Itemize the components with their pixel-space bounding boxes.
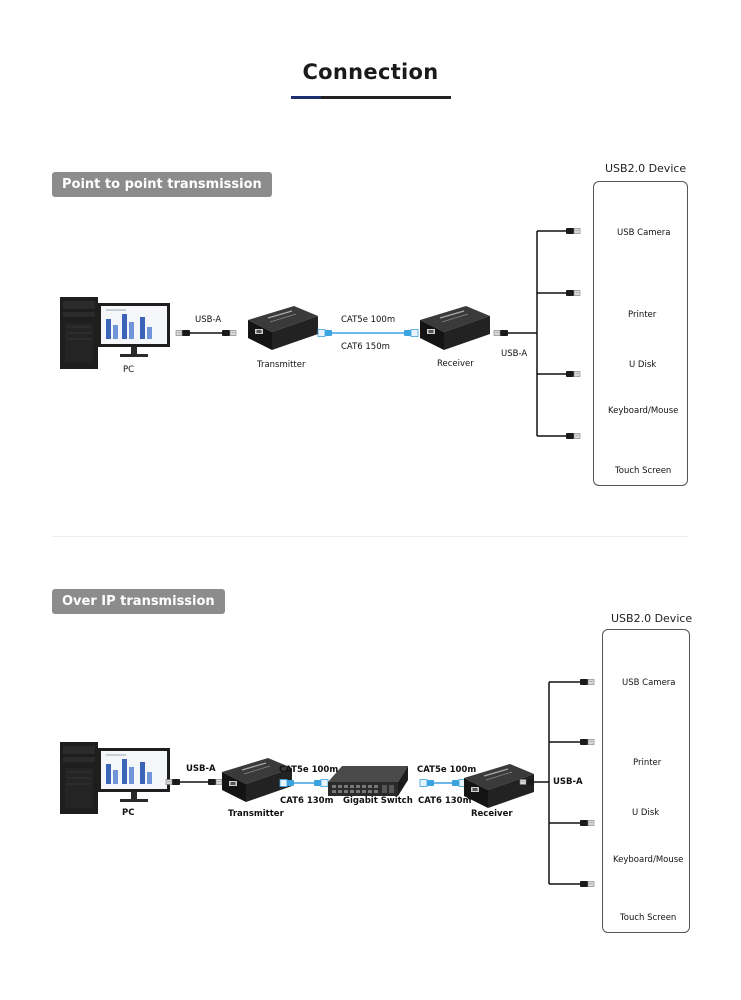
section2-device-usb-camera: USB Camera — [622, 678, 676, 688]
section2-cable-right-line2: CAT6 130m — [418, 796, 472, 806]
section2-transmitter-label: Transmitter — [228, 809, 284, 819]
page-title: Connection — [302, 60, 439, 84]
section2-usb-a-right: USB-A — [553, 777, 583, 787]
section1-diagram — [59, 194, 681, 465]
section1-cable-line1: CAT5e 100m — [341, 315, 396, 325]
section2-device-box-title: USB2.0 Device — [611, 612, 693, 625]
section1-transmitter-label: Transmitter — [257, 360, 306, 370]
pc-icon — [59, 296, 171, 370]
section1-badge: Point to point transmission — [52, 172, 272, 197]
gigabit-switch-icon — [328, 766, 408, 796]
section2-switch-label: Gigabit Switch — [343, 796, 413, 806]
section1-device-usb-camera: USB Camera — [617, 228, 671, 238]
section2-diagram — [59, 643, 685, 913]
section1-cable-line2: CAT6 150m — [341, 342, 390, 352]
section2-badge: Over IP transmission — [52, 589, 225, 614]
section2-cable-left-line2: CAT6 130m — [280, 796, 334, 806]
section1-device-box — [593, 181, 688, 486]
title-underline — [291, 96, 451, 99]
section1-device-box-title: USB2.0 Device — [605, 162, 687, 175]
receiver-icon — [419, 305, 491, 351]
section-divider — [52, 536, 688, 537]
rj45-plug-icon — [403, 329, 419, 337]
transmitter-icon — [247, 305, 319, 351]
usb-plug-icon — [221, 329, 237, 337]
section1-device-touch-screen: Touch Screen — [615, 466, 672, 476]
section2-device-printer: Printer — [633, 758, 662, 768]
usb-plug-icon — [493, 329, 509, 337]
section2-pc-label: PC — [122, 808, 135, 818]
section2-cable-right-line1: CAT5e 100m — [417, 765, 477, 775]
section2-device-keyboard-mouse: Keyboard/Mouse — [613, 855, 684, 865]
section2-device-box — [602, 629, 690, 933]
pc-icon — [59, 741, 171, 815]
section1-receiver-label: Receiver — [437, 359, 474, 369]
section1-usb-a-left: USB-A — [195, 315, 222, 325]
section1-device-u-disk: U Disk — [629, 360, 657, 370]
section2-receiver-label: Receiver — [471, 809, 513, 819]
section1-device-printer: Printer — [628, 310, 657, 320]
section1-usb-a-right: USB-A — [501, 349, 528, 359]
section1-pc-label: PC — [123, 365, 135, 375]
usb-plug-icon — [175, 329, 191, 337]
section1-device-keyboard-mouse: Keyboard/Mouse — [608, 406, 679, 416]
rj45-plug-icon — [317, 329, 333, 337]
section2-device-touch-screen: Touch Screen — [620, 913, 677, 923]
section2-device-u-disk: U Disk — [632, 808, 660, 818]
section2-usb-a-left: USB-A — [186, 764, 216, 774]
section2-cable-left-line1: CAT5e 100m — [279, 765, 339, 775]
